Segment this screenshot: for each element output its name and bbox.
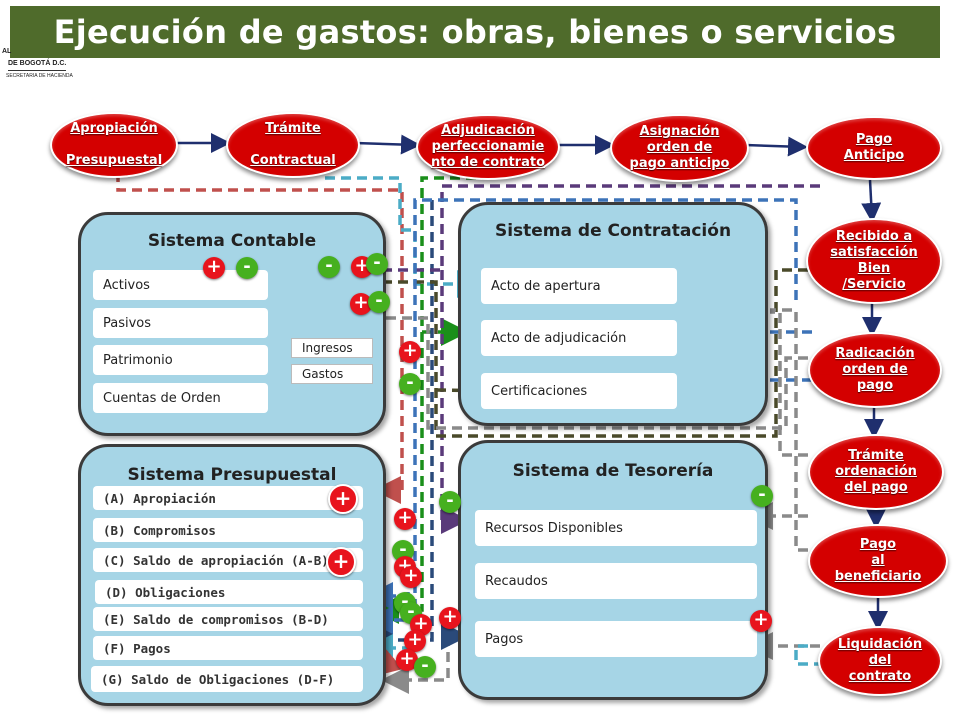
panel-sistema-contable: Sistema Contable Activos Pasivos Patrimo… xyxy=(78,212,386,436)
flow-node-liquidacion[interactable]: Liquidación del contrato xyxy=(818,626,942,696)
title-bar: Ejecución de gastos: obras, bienes o ser… xyxy=(10,6,940,58)
panel-sistema-tesoreria-title: Sistema de Tesorería xyxy=(512,461,714,481)
panel-sistema-contable-title: Sistema Contable xyxy=(147,231,317,251)
logo-divider xyxy=(8,70,66,71)
flow-node-apropiacion[interactable]: Apropiación Presupuestal xyxy=(50,112,178,178)
contable-item-pasivos[interactable]: Pasivos xyxy=(93,308,268,338)
contratacion-item-acto-apertura[interactable]: Acto de apertura xyxy=(481,268,677,304)
plus-badge: + xyxy=(410,614,432,636)
panel-sistema-contratacion-title: Sistema de Contratación xyxy=(494,221,732,241)
flow-node-recibido[interactable]: Recibido a satisfacción Bien /Servicio xyxy=(806,218,942,304)
flow-node-tramite-ordenacion-label: Trámite ordenación del pago xyxy=(835,448,917,495)
panel-sistema-presupuestal-title: Sistema Presupuestal xyxy=(127,465,337,485)
presupuestal-item-saldo-compromisos[interactable]: (E) Saldo de compromisos (B-D) xyxy=(93,607,363,631)
flow-node-tramite-contractual-label: Trámite Contractual xyxy=(250,121,336,168)
tesoreria-item-recursos-disponibles[interactable]: Recursos Disponibles xyxy=(475,510,757,546)
minus-badge: - xyxy=(751,485,773,507)
flow-node-radicacion[interactable]: Radicación orden de pago xyxy=(808,332,942,408)
logo-line-2: DE BOGOTÁ D.C. xyxy=(8,60,67,67)
contratacion-item-certificaciones[interactable]: Certificaciones xyxy=(481,373,677,409)
minus-badge: - xyxy=(399,373,421,395)
presupuestal-item-compromisos[interactable]: (B) Compromisos xyxy=(93,518,363,542)
flow-node-pago-anticipo[interactable]: Pago Anticipo xyxy=(806,116,942,180)
minus-badge: - xyxy=(368,291,390,313)
plus-badge: + xyxy=(396,649,418,671)
flow-node-pago-beneficiario[interactable]: Pago al beneficiario xyxy=(808,524,948,598)
flow-node-pago-anticipo-label: Pago Anticipo xyxy=(843,132,905,163)
contable-sub-gastos[interactable]: Gastos xyxy=(291,364,373,384)
contable-item-activos[interactable]: Activos xyxy=(93,270,268,300)
minus-badge: - xyxy=(414,656,436,678)
flow-node-liquidacion-label: Liquidación del contrato xyxy=(837,637,923,684)
plus-badge: + xyxy=(326,547,356,577)
presupuestal-item-apropiacion[interactable]: (A) Apropiación xyxy=(93,486,363,510)
minus-badge: - xyxy=(236,257,258,279)
minus-badge: - xyxy=(439,491,461,513)
tesoreria-item-recaudos[interactable]: Recaudos xyxy=(475,563,757,599)
tesoreria-item-pagos[interactable]: Pagos xyxy=(475,621,757,657)
presupuestal-item-obligaciones[interactable]: (D) Obligaciones xyxy=(95,580,363,604)
presupuestal-item-pagos[interactable]: (F) Pagos xyxy=(93,636,363,660)
flow-node-tramite-contractual[interactable]: Trámite Contractual xyxy=(226,112,360,178)
flow-node-adjudicacion-label: Adjudicación perfeccionamie nto de contr… xyxy=(430,123,545,170)
plus-badge: + xyxy=(394,508,416,530)
flow-node-recibido-label: Recibido a satisfacción Bien /Servicio xyxy=(830,229,918,292)
logo-line-1: AL xyxy=(2,48,12,55)
flow-node-asignacion-orden-label: Asignación orden de pago anticipo xyxy=(629,124,730,171)
minus-badge: - xyxy=(366,253,388,275)
page-title: Ejecución de gastos: obras, bienes o ser… xyxy=(53,13,897,51)
panel-sistema-contratacion: Sistema de Contratación Acto de apertura… xyxy=(458,202,768,426)
contratacion-item-acto-adjudicacion[interactable]: Acto de adjudicación xyxy=(481,320,677,356)
minus-badge: - xyxy=(318,256,340,278)
plus-badge: + xyxy=(203,257,225,279)
contable-item-cuentas-de-orden[interactable]: Cuentas de Orden xyxy=(93,383,268,413)
plus-badge: + xyxy=(328,484,358,514)
plus-badge: + xyxy=(350,293,372,315)
plus-badge: + xyxy=(439,607,461,629)
logo-line-3: SECRETARIA DE HACIENDA xyxy=(6,73,73,79)
flow-node-radicacion-label: Radicación orden de pago xyxy=(835,346,915,393)
presupuestal-item-saldo-apropiacion[interactable]: (C) Saldo de apropiación (A-B) xyxy=(93,548,363,572)
flow-node-pago-beneficiario-label: Pago al beneficiario xyxy=(834,537,922,584)
flow-node-adjudicacion[interactable]: Adjudicación perfeccionamie nto de contr… xyxy=(416,114,560,180)
flow-node-asignacion-orden[interactable]: Asignación orden de pago anticipo xyxy=(610,114,749,182)
plus-badge: + xyxy=(399,341,421,363)
contable-sub-ingresos[interactable]: Ingresos xyxy=(291,338,373,358)
plus-badge: + xyxy=(400,566,422,588)
plus-badge: + xyxy=(404,630,426,652)
plus-badge: + xyxy=(750,610,772,632)
contable-item-patrimonio[interactable]: Patrimonio xyxy=(93,345,268,375)
panel-sistema-tesoreria: Sistema de Tesorería Recursos Disponible… xyxy=(458,440,768,700)
flow-node-apropiacion-label: Apropiación Presupuestal xyxy=(65,121,163,168)
presupuestal-item-saldo-obligaciones[interactable]: (G) Saldo de Obligaciones (D-F) xyxy=(91,666,363,692)
flow-node-tramite-ordenacion[interactable]: Trámite ordenación del pago xyxy=(808,434,944,510)
